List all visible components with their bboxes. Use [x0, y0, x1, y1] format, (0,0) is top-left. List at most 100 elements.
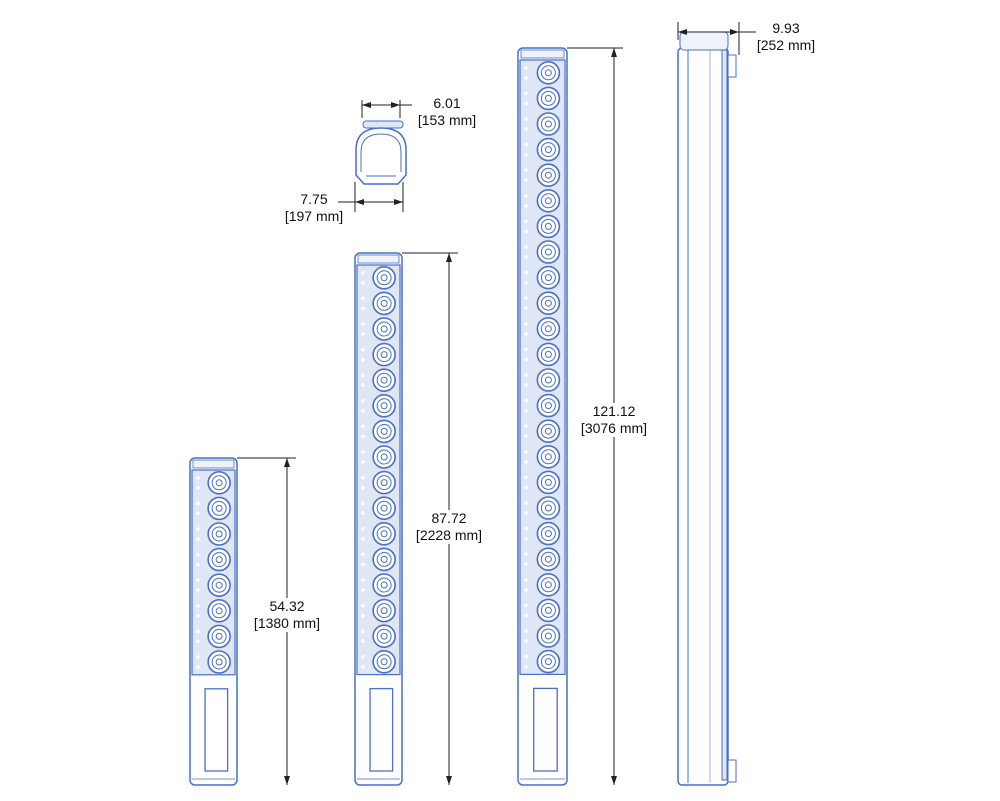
tweeter-dot [524, 398, 528, 403]
driver-cone [540, 65, 556, 81]
tweeter-dot [361, 306, 365, 311]
driver-icon [207, 573, 231, 598]
tweeter-dot [524, 578, 528, 582]
tweeter-dot [524, 168, 528, 172]
tweeter-dot [524, 280, 528, 285]
tweeter-dot [361, 450, 365, 454]
large-height-label: 121.12[3076 mm] [580, 403, 648, 437]
driver-dustcap [215, 607, 223, 615]
tweeter-dot [524, 588, 528, 592]
tweeter-dot [524, 296, 528, 301]
driver-cone [540, 270, 556, 286]
arrow-head [446, 253, 452, 262]
tweeter-dot [524, 66, 528, 70]
driver-icon [536, 624, 561, 648]
driver-icon [372, 265, 396, 290]
tweeter-dot [524, 91, 528, 96]
tweeter-dot [196, 639, 200, 644]
tweeter-dot [524, 332, 528, 336]
driver-dustcap [544, 248, 552, 256]
speaker-top-cap [192, 459, 235, 469]
driver-dustcap [380, 453, 388, 461]
driver-cone [540, 244, 556, 260]
tweeter-dot [524, 219, 528, 224]
driver-icon [207, 522, 231, 546]
arrow-head [611, 48, 617, 57]
top-view-profile [355, 120, 407, 185]
tweeter-dot [524, 373, 528, 377]
tweeter-dot [196, 537, 200, 541]
driver-dustcap [215, 658, 223, 666]
driver-dustcap [544, 581, 552, 589]
tweeter-dot [196, 511, 200, 516]
tweeter-dot [361, 578, 365, 582]
driver-cone [540, 474, 556, 490]
tweeter-dot [524, 322, 528, 326]
driver-cone [376, 423, 392, 439]
tweeter-dot [196, 655, 200, 659]
driver-icon [372, 547, 396, 572]
side-cabinet [677, 47, 729, 786]
tweeter-dot [361, 475, 365, 480]
tweeter-dot [524, 629, 528, 633]
tweeter-dot [361, 527, 365, 531]
driver-dustcap [380, 274, 388, 282]
driver-cone [540, 90, 556, 106]
driver-dustcap [380, 427, 388, 435]
driver-dustcap [215, 479, 223, 487]
driver-cone [540, 295, 556, 311]
large-speaker [517, 47, 568, 786]
driver-cone [211, 654, 227, 670]
arrow-head [355, 199, 364, 205]
tweeter-dot [524, 152, 528, 157]
driver-array [519, 59, 566, 676]
driver-cone [376, 628, 392, 644]
driver-icon [207, 547, 231, 572]
tweeter-dot [361, 629, 365, 633]
driver-icon [536, 368, 561, 392]
tweeter-dot [196, 629, 200, 634]
driver-cone [376, 577, 392, 593]
driver-cone [376, 603, 392, 619]
driver-dustcap [544, 274, 552, 282]
driver-cone [376, 654, 392, 670]
tweeter-dot [196, 552, 200, 557]
driver-icon [536, 137, 561, 162]
driver-icon [536, 572, 561, 597]
tweeter-dot [524, 383, 528, 387]
driver-icon [372, 368, 396, 393]
driver-dustcap [544, 171, 552, 179]
tweeter-dot [361, 613, 365, 618]
driver-cone [540, 449, 556, 465]
driver-dustcap [380, 299, 388, 307]
medium-height-label: 87.72[2228 mm] [415, 510, 483, 544]
driver-icon [207, 470, 231, 495]
driver-cone [540, 526, 556, 542]
driver-cone [211, 603, 227, 619]
driver-icon [536, 521, 561, 546]
depth-dimension [678, 29, 739, 35]
driver-dustcap [544, 69, 552, 77]
medium-speaker [354, 252, 403, 786]
tweeter-dot [361, 588, 365, 592]
arrow-head [394, 199, 403, 205]
driver-dustcap [380, 530, 388, 538]
driver-icon [207, 598, 231, 623]
driver-cone [540, 500, 556, 516]
driver-cone [540, 193, 556, 209]
driver-dustcap [380, 351, 388, 359]
driver-icon [372, 317, 396, 341]
driver-icon [536, 316, 561, 341]
driver-icon [372, 521, 396, 546]
top-width-dimension [362, 102, 400, 108]
driver-cone [211, 526, 227, 542]
driver-icon [207, 496, 231, 521]
driver-icon [536, 419, 561, 444]
tweeter-dot [524, 664, 528, 669]
tweeter-dot [361, 665, 365, 669]
driver-dustcap [544, 146, 552, 154]
tweeter-dot [524, 526, 528, 531]
driver-dustcap [215, 581, 223, 589]
tweeter-dot [524, 536, 528, 541]
tweeter-dot [524, 424, 528, 429]
